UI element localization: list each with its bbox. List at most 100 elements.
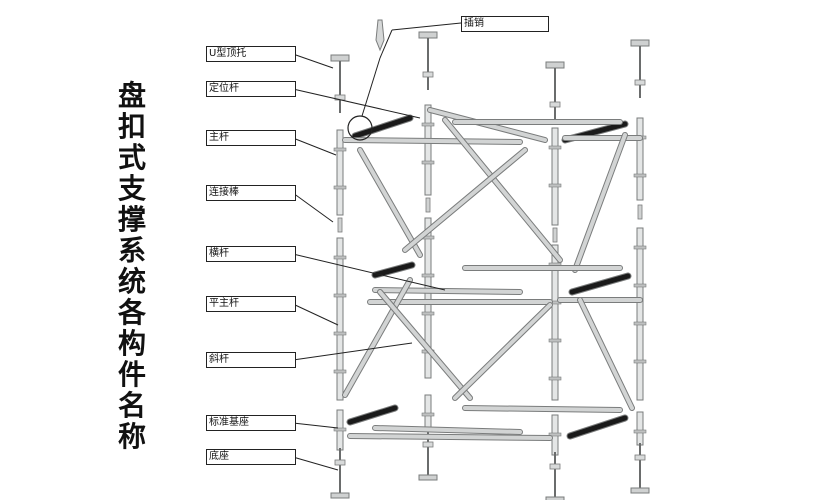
standard-base-pole — [424, 394, 432, 431]
leader-line — [292, 88, 421, 119]
label-flat-main-pole: 平主杆 — [206, 296, 296, 312]
base-plate — [330, 492, 350, 499]
main-pole — [424, 104, 432, 196]
main-pole — [636, 117, 644, 201]
title-char: 件 — [117, 358, 146, 391]
title-char: 支 — [117, 172, 146, 205]
rosette-disc — [633, 283, 647, 288]
rosette-disc — [333, 369, 347, 374]
rosette-disc — [421, 122, 435, 127]
rosette-disc — [421, 412, 435, 417]
title-char: 撑 — [117, 203, 146, 236]
u-jack-head — [545, 61, 565, 69]
label-pin: 插销 — [461, 16, 549, 32]
rosette-disc — [333, 255, 347, 260]
base-nut — [549, 463, 561, 470]
leader-line — [292, 422, 339, 429]
ledger — [463, 406, 622, 412]
title-char: 称 — [117, 420, 146, 453]
rosette-disc — [633, 429, 647, 434]
diagonal — [343, 278, 412, 397]
flat-main-pole — [551, 244, 559, 401]
diagonal — [573, 133, 627, 272]
diagonal — [578, 298, 634, 410]
title-char: 构 — [117, 327, 146, 360]
leader-line — [379, 29, 393, 59]
rosette-disc — [333, 147, 347, 152]
leader-line — [292, 53, 334, 69]
title-char: 各 — [117, 296, 146, 329]
u-jack-head — [330, 54, 350, 62]
rosette-disc — [421, 160, 435, 165]
u-jack-head — [630, 39, 650, 47]
title-char: 盘 — [117, 79, 146, 112]
diagonal — [403, 148, 527, 252]
base-plate — [418, 474, 438, 481]
ledger — [569, 273, 631, 295]
leader-line — [361, 57, 381, 117]
base-nut — [334, 459, 346, 466]
label-main-pole: 主杆 — [206, 130, 296, 146]
diagonal — [378, 290, 472, 400]
leader-line — [292, 303, 339, 326]
rosette-disc — [421, 273, 435, 278]
diagonal — [453, 303, 552, 400]
leader-line — [292, 192, 334, 223]
leader-line — [391, 22, 462, 31]
flat-main-pole — [636, 227, 644, 401]
connector-pin — [425, 197, 431, 213]
rosette-disc — [333, 293, 347, 298]
leader-line — [292, 342, 413, 361]
title-char: 系 — [117, 234, 146, 267]
ledger — [567, 415, 628, 439]
leader-line — [292, 253, 446, 291]
rosette-disc — [333, 331, 347, 336]
rosette-disc — [548, 145, 562, 150]
main-pole — [551, 127, 559, 226]
label-standard-base: 标准基座 — [206, 415, 296, 431]
rosette-disc — [333, 427, 347, 432]
rosette-disc — [548, 338, 562, 343]
ledger — [347, 405, 398, 425]
ledger — [352, 115, 413, 139]
connector-pin — [552, 227, 558, 243]
rosette-disc — [633, 173, 647, 178]
connector-pin — [337, 217, 343, 233]
ledger — [373, 426, 522, 434]
standard-base-pole — [636, 411, 644, 446]
rosette-disc — [548, 432, 562, 437]
label-base: 底座 — [206, 449, 296, 465]
rosette-disc — [633, 359, 647, 364]
title-char: 式 — [117, 141, 146, 174]
connector-pin — [637, 204, 643, 220]
ledger — [348, 434, 552, 440]
title-char: 统 — [117, 265, 146, 298]
pin-icon — [375, 19, 385, 52]
ledger — [372, 262, 415, 278]
base-nut — [422, 441, 434, 448]
ledger — [343, 138, 522, 144]
label-diagonal: 斜杆 — [206, 352, 296, 368]
base-nut — [634, 454, 646, 461]
u-jack-nut — [634, 79, 646, 86]
title-char: 扣 — [117, 110, 146, 143]
rosette-disc — [421, 311, 435, 316]
u-jack-head — [418, 31, 438, 39]
rosette-disc — [633, 321, 647, 326]
leader-line — [292, 456, 339, 471]
rosette-disc — [333, 185, 347, 190]
diagram-title: 盘扣式支撑系统各构件名称 — [112, 80, 152, 452]
flat-main-pole — [336, 237, 344, 401]
rosette-disc — [548, 183, 562, 188]
ledger — [373, 288, 522, 294]
diagonal — [443, 118, 562, 262]
title-char: 名 — [117, 389, 146, 422]
u-jack-nut — [422, 71, 434, 78]
label-connector: 连接棒 — [206, 185, 296, 201]
flat-main-pole — [424, 217, 432, 379]
diagonal — [358, 148, 422, 257]
main-pole — [336, 129, 344, 216]
label-positioning-bar: 定位杆 — [206, 81, 296, 97]
